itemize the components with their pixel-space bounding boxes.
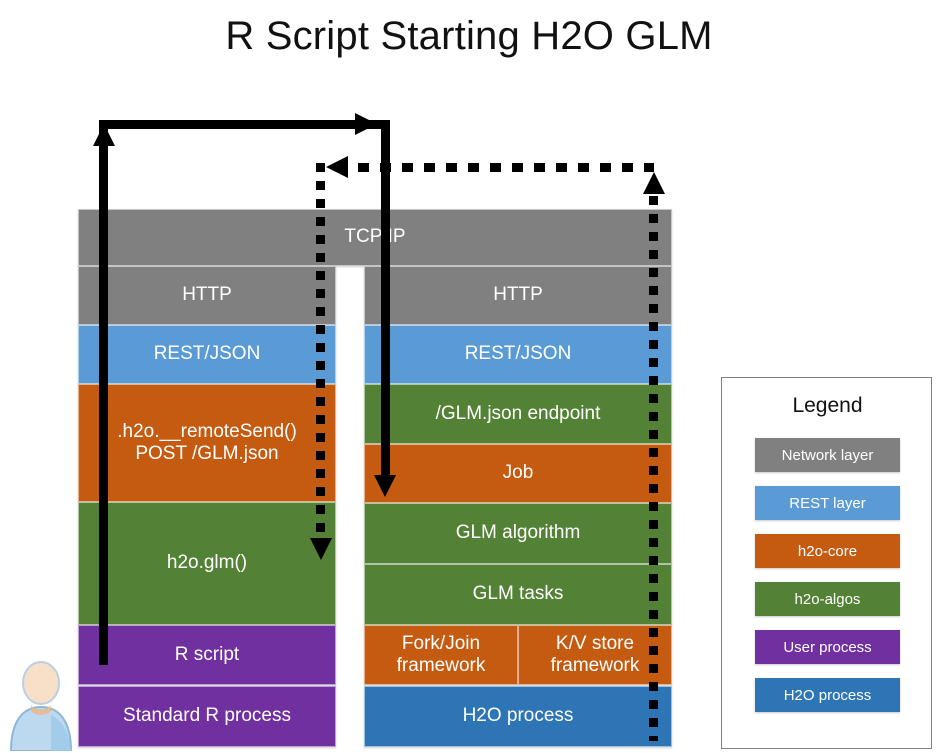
legend-item-label: User process: [783, 638, 872, 656]
right-layer-glm-json-endpoint: /GLM.json endpoint: [364, 384, 672, 444]
response-flow-arrowhead-up: [643, 172, 665, 194]
layer-label: Standard R process: [123, 705, 291, 727]
legend-items: Network layer REST layer h2o-core h2o-al…: [722, 438, 933, 726]
legend-item-user-process[interactable]: User process: [755, 630, 900, 664]
layer-label: H2O process: [462, 705, 574, 727]
legend-item-h2o-process[interactable]: H2O process: [755, 678, 900, 712]
layer-label-line2: framework: [550, 655, 640, 676]
legend-item-label: h2o-algos: [794, 590, 861, 608]
user-person-icon: [9, 661, 73, 751]
layer-label: GLM tasks: [472, 583, 564, 605]
legend-item-label: REST layer: [789, 494, 866, 512]
legend-panel: Legend Network layer REST layer h2o-core…: [721, 377, 932, 749]
layer-label: /GLM.json endpoint: [435, 402, 601, 424]
response-flow-arrowhead-down: [310, 538, 332, 560]
left-layer-http: HTTP: [78, 266, 336, 325]
legend-item-h2o-algos[interactable]: h2o-algos: [755, 582, 900, 616]
request-flow-arrowhead-down: [374, 475, 396, 497]
layer-label-line1: Fork/Join: [401, 632, 481, 654]
layer-label-line2: POST /GLM.json: [135, 443, 279, 464]
left-layer-remotesend: .h2o.__remoteSend() POST /GLM.json: [78, 384, 336, 502]
legend-title: Legend: [792, 394, 863, 417]
right-layer-h2o-process: H2O process: [364, 686, 672, 747]
layer-label: Job: [502, 462, 534, 484]
response-flow-horizontal: [336, 163, 654, 172]
legend-item-rest-layer[interactable]: REST layer: [755, 486, 900, 520]
request-flow-vertical-up: [99, 124, 108, 665]
layer-label: REST/JSON: [153, 343, 261, 365]
right-layer-glm-algorithm: GLM algorithm: [364, 503, 672, 564]
layer-label: GLM algorithm: [455, 522, 581, 544]
layer-label: h2o.glm(): [166, 552, 248, 574]
left-layer-standard-r-process: Standard R process: [78, 686, 336, 747]
layer-label: REST/JSON: [464, 343, 572, 365]
request-flow-arrowhead-right: [355, 113, 377, 135]
right-layer-job: Job: [364, 444, 672, 503]
legend-item-h2o-core[interactable]: h2o-core: [755, 534, 900, 568]
right-layer-kv-store-framework: K/V store framework: [518, 625, 672, 685]
right-layer-http: HTTP: [364, 266, 672, 325]
layer-label-line1: K/V store: [555, 632, 635, 654]
request-flow-vertical-down: [381, 120, 390, 475]
response-flow-arrowhead-left: [326, 156, 348, 178]
right-layer-glm-tasks: GLM tasks: [364, 564, 672, 625]
right-layer-rest-json: REST/JSON: [364, 325, 672, 384]
legend-item-network-layer[interactable]: Network layer: [755, 438, 900, 472]
left-layer-r-script: R script: [78, 625, 336, 685]
layer-tcp-ip: TCP/IP: [78, 209, 672, 266]
layer-label-line1: .h2o.__remoteSend(): [117, 420, 297, 442]
layer-label: HTTP: [182, 284, 232, 306]
request-flow-horizontal: [99, 120, 389, 129]
layer-label: HTTP: [493, 284, 543, 306]
response-flow-vertical-down: [316, 163, 325, 538]
legend-item-label: H2O process: [783, 686, 872, 704]
legend-item-label: h2o-core: [797, 542, 858, 560]
left-layer-rest-json: REST/JSON: [78, 325, 336, 384]
legend-item-label: Network layer: [781, 446, 874, 464]
response-flow-vertical-up: [649, 196, 658, 741]
layer-label: TCP/IP: [344, 226, 406, 248]
right-layer-fork-join-framework: Fork/Join framework: [364, 625, 518, 685]
request-flow-arrowhead-up: [93, 124, 115, 146]
layer-label: R script: [174, 643, 240, 665]
left-layer-h2o-glm: h2o.glm(): [78, 502, 336, 625]
page-title: R Script Starting H2O GLM: [225, 14, 713, 58]
layer-label-line2: framework: [396, 655, 486, 676]
